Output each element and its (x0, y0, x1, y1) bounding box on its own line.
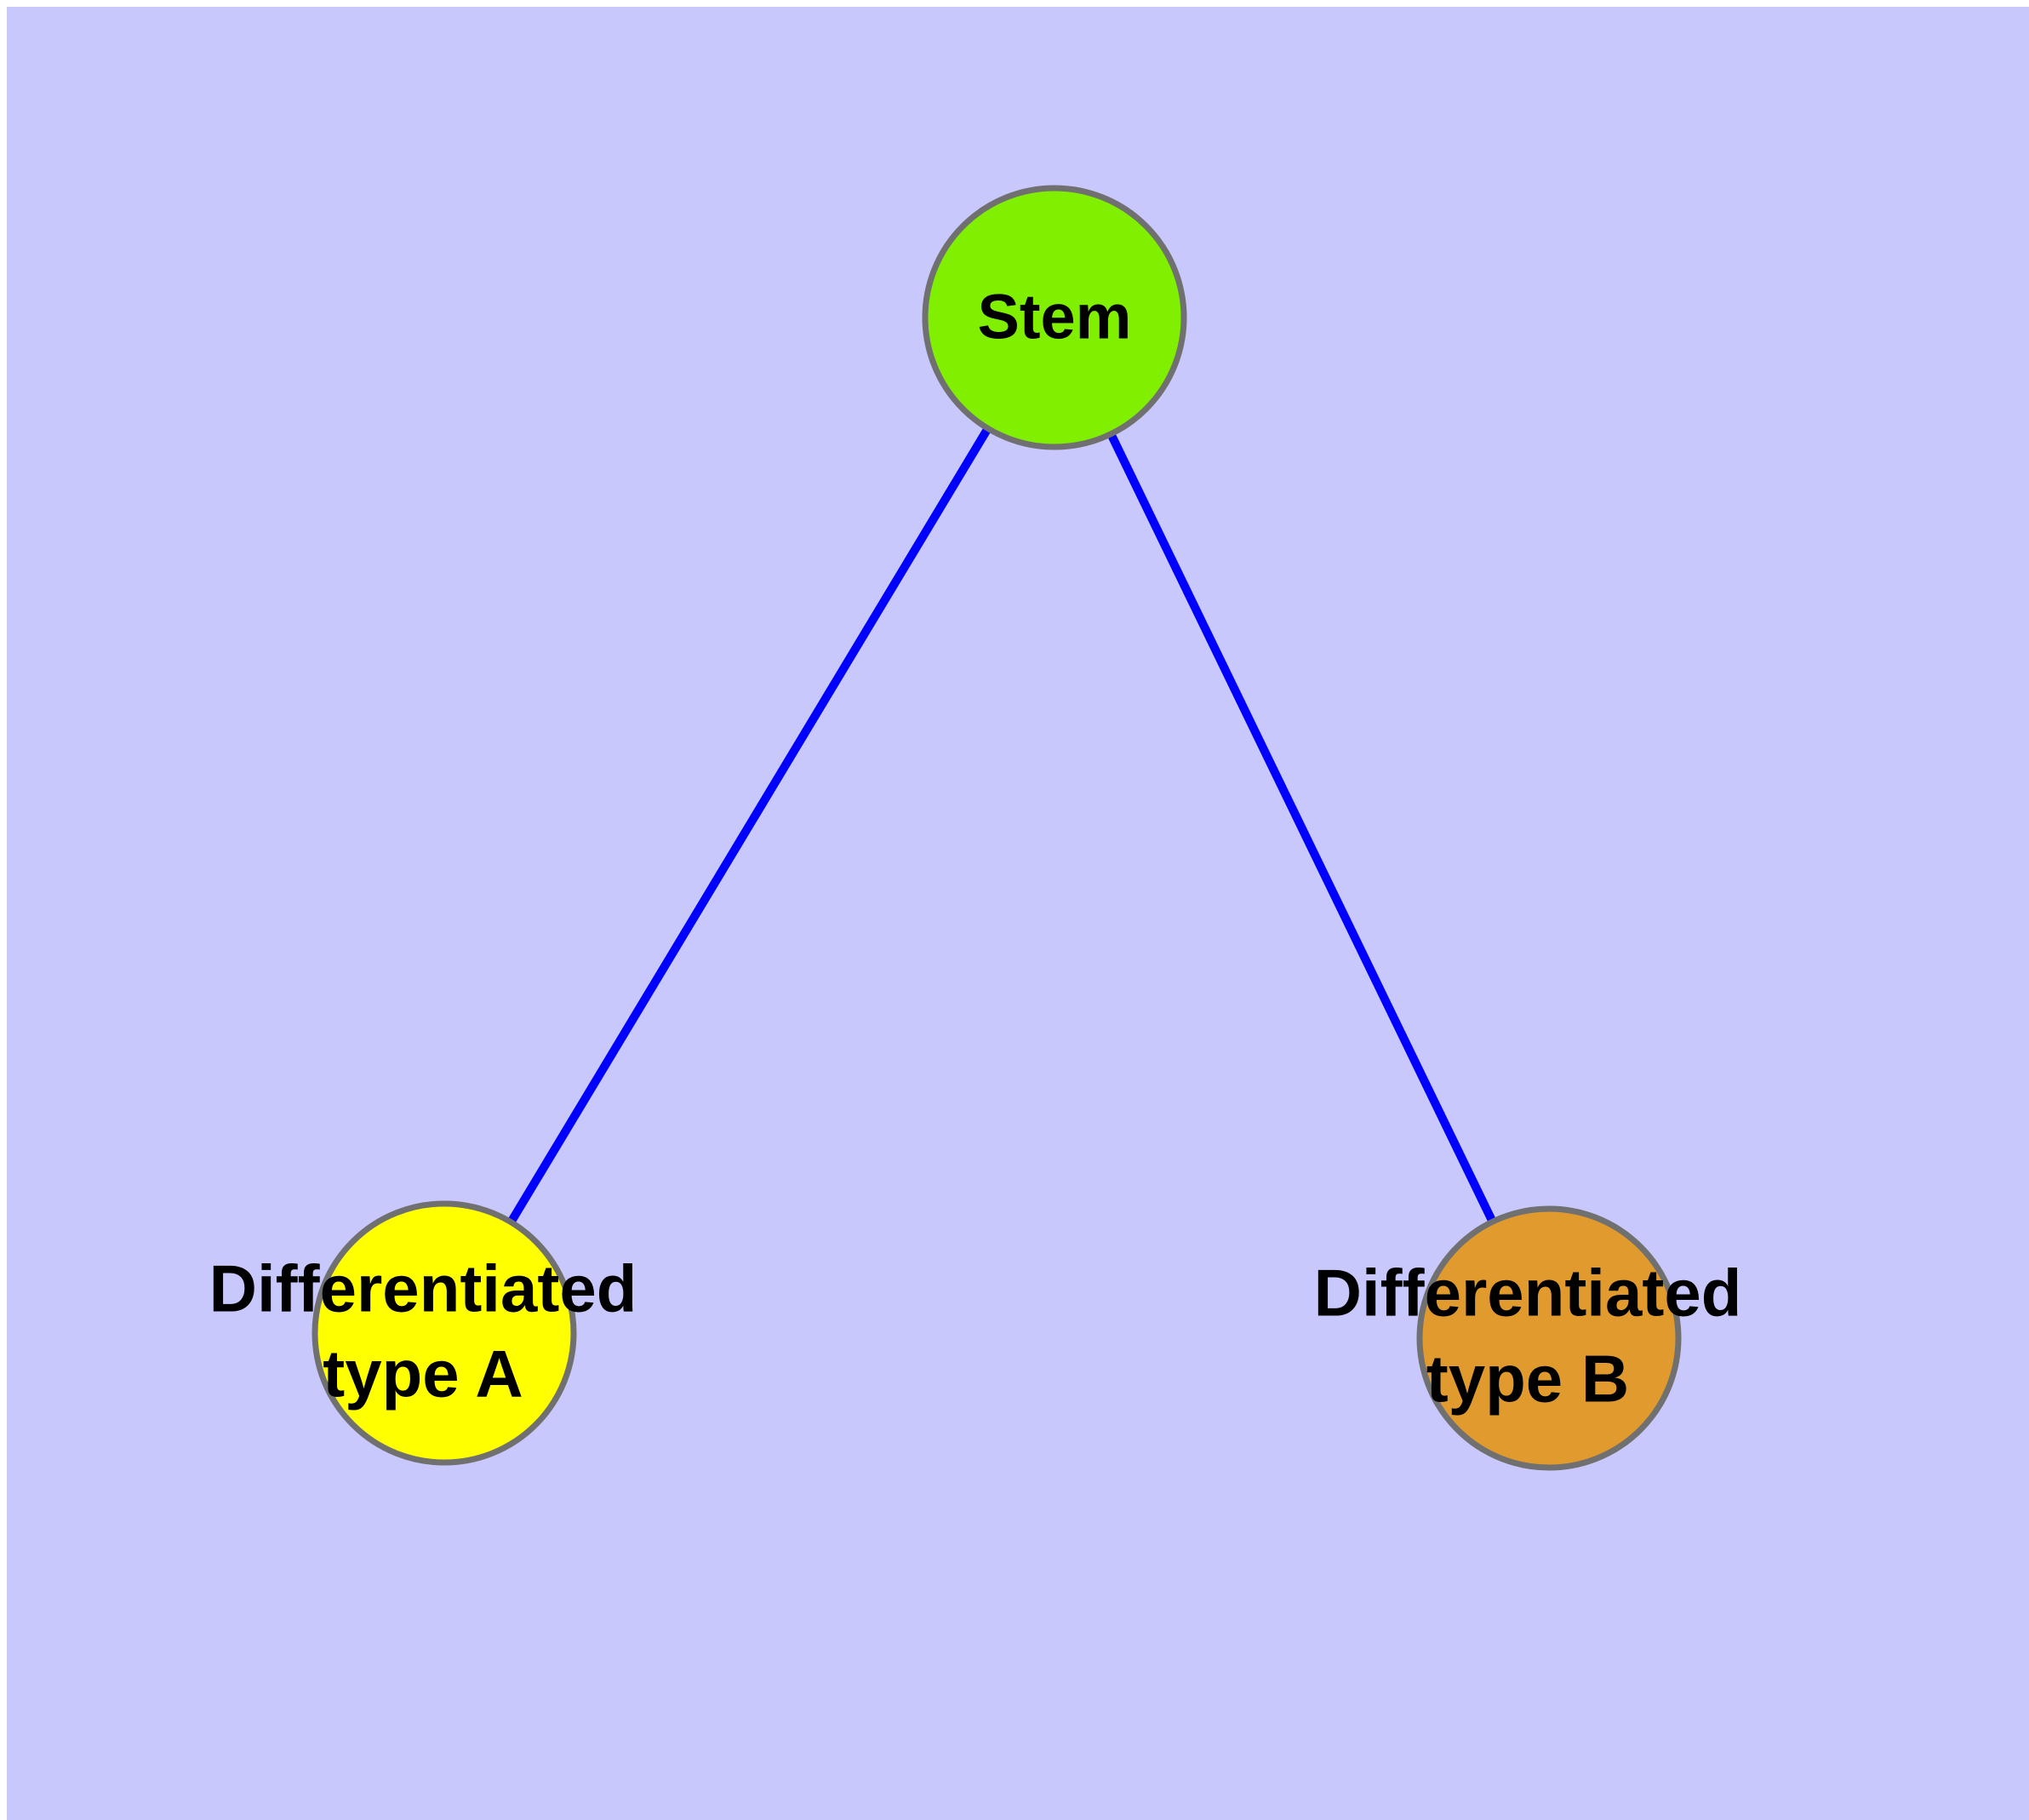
node-differentiated-type-a-label-line2: type A (323, 1336, 523, 1411)
node-differentiated-type-b-label-line2: type B (1426, 1342, 1629, 1417)
node-stem-label: Stem (978, 282, 1132, 352)
node-layer: Stem Differentiated type A Differentiate… (209, 185, 1742, 1471)
node-differentiated-type-b[interactable]: Differentiated type B (1314, 1205, 1742, 1471)
edge-layer (505, 423, 1498, 1228)
node-differentiated-type-b-circle[interactable] (1416, 1205, 1682, 1471)
edge-stem-to-differentiated-type-b[interactable] (1106, 429, 1498, 1227)
node-stem[interactable]: Stem (922, 185, 1187, 450)
node-differentiated-type-a[interactable]: Differentiated type A (209, 1200, 637, 1466)
edge-stem-to-differentiated-type-a[interactable] (505, 423, 994, 1228)
node-differentiated-type-a-circle[interactable] (311, 1200, 577, 1466)
node-differentiated-type-b-label-line1: Differentiated (1314, 1256, 1742, 1331)
node-stem-circle[interactable] (922, 185, 1187, 450)
node-differentiated-type-a-label-line1: Differentiated (209, 1251, 637, 1326)
